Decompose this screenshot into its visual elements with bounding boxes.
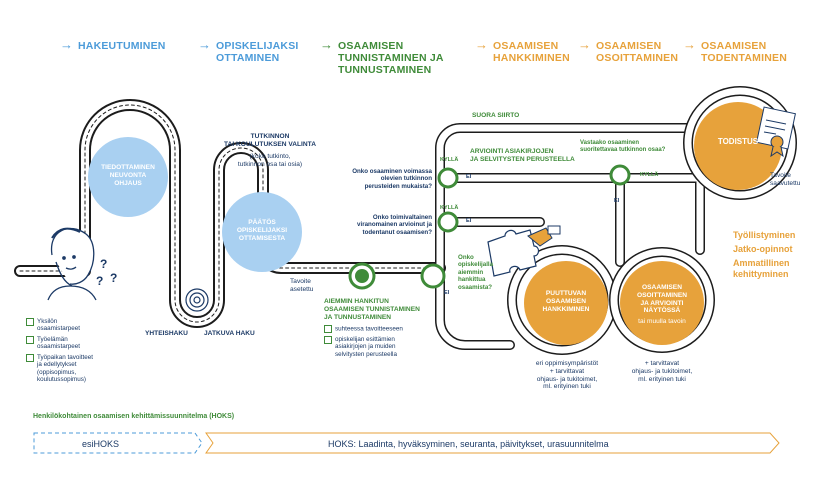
kylla-3: KYLLÄ [640, 172, 659, 178]
spiral-icon [185, 288, 209, 312]
checkbox-icon [324, 325, 332, 333]
tiedottaminen-label: TIEDOTTAMINEN NEUVONTA OHJAUS [101, 164, 155, 187]
question-1: Onko osaaminen voimassa olevien tutkinno… [352, 168, 432, 190]
arrow-right-icon: → [578, 37, 592, 52]
checkbox-icon [324, 336, 332, 344]
outcome-tyollistyminen: Työllistyminen [733, 230, 796, 240]
aiemmin-label: AIEMMIN HANKITUN OSAAMISEN TUNNISTAMINEN… [324, 298, 420, 321]
hoks-label: HOKS: Laadinta, hyväksyminen, seuranta, … [328, 439, 609, 449]
arrow-right-icon: → [320, 37, 334, 52]
ei-3: EI [444, 290, 450, 296]
checkbox-icon [26, 318, 34, 326]
osoittaminen-circle [620, 261, 704, 345]
svg-text:?: ? [96, 274, 103, 288]
esihoks-bar [33, 432, 203, 454]
person-icon [47, 227, 97, 301]
kylla-2: KYLLÄ [440, 205, 459, 211]
question-2: Onko toimivaltainen viranomainen arvioin… [357, 214, 432, 236]
ei-1: EI [466, 174, 472, 180]
todistus-label: TODISTUS [717, 137, 759, 146]
outcome-kehittyminen: Ammatillinen kehittyminen [733, 258, 790, 279]
puzzle-hand-icon [527, 225, 561, 247]
decision-node-1 [437, 167, 459, 189]
tutkinnon-valinta: TUTKINNON TAI KOULUTUKSEN VALINTA [224, 133, 316, 148]
checkbox-icon [26, 354, 34, 362]
jatkuva-haku-label: JATKUVA HAKU [204, 330, 255, 337]
question-marks-icon: ? ? ? [96, 257, 117, 288]
puuttuvan-circle [524, 261, 608, 345]
svg-text:?: ? [110, 271, 117, 285]
question-3: Onko opiskelijalla aiemmin hankittua osa… [458, 254, 494, 291]
hoks-bar [205, 432, 780, 454]
certificate-icon [756, 106, 796, 158]
aiemmin-bullet-2: opiskelijan esittämien asiakirjojen ja m… [324, 336, 397, 358]
osoittaminen-label: OSAAMISEN OSOITTAMINEN JA ARVIOINTI NÄYT… [636, 284, 688, 315]
kylla-1: KYLLÄ [440, 157, 459, 163]
esihoks-label: esiHOKS [82, 439, 120, 449]
svg-text:?: ? [100, 257, 107, 271]
checkbox-icon [26, 336, 34, 344]
arrow-right-icon: → [60, 37, 74, 52]
paatos-circle [222, 192, 302, 272]
suora-siirto-label: SUORA SIIRTO [472, 112, 520, 119]
aiemmin-bullet-1: suhteessa tavoitteeseen [324, 325, 403, 333]
outcome-jatko-opinnot: Jatko-opinnot [733, 244, 793, 254]
yhteishaku-label: YHTEISHAKU [145, 330, 188, 337]
arrow-right-icon: → [475, 37, 489, 52]
arrow-right-icon: → [198, 37, 212, 52]
paatos-label: PÄÄTÖS OPISKELIJAKSI OTTAMISESTA [236, 219, 288, 242]
arviointi-label: ARVIOINTI ASIAKIRJOJEN JA SELVITYSTEN PE… [470, 148, 575, 163]
need-tyopaikka: Työpaikan tavoitteet ja edellytykset (op… [26, 354, 93, 384]
osoittaminen-sub: tai muulla tavoin [638, 318, 686, 325]
decision-node-3 [420, 263, 446, 289]
puuttuvan-label: PUUTTUVAN OSAAMISEN HANKKIMINEN [542, 290, 590, 313]
osoittaminen-note: + tarvittavat ohjaus- ja tukitoimet, ml.… [631, 360, 693, 383]
tutkinnon-valinta-sub: (koko tutkinto, tutkinnon osa tai osia) [237, 153, 303, 168]
decision-node-4 [609, 164, 631, 186]
puzzle-icon [487, 229, 540, 277]
need-tyoelama: Työelämän osaamistarpeet [26, 336, 80, 351]
tiedottaminen-circle [88, 137, 168, 217]
tavoite-asetettu: Tavoite asetettu [290, 278, 314, 293]
tavoite-saavutettu: Tavoite saavutettu [770, 172, 801, 187]
arrow-right-icon: → [683, 37, 697, 52]
ei-4: EI [614, 198, 620, 204]
ei-2: EI [466, 218, 472, 224]
question-4: Vastaako osaaminen suoritettavaa tutkinn… [580, 140, 666, 154]
decision-node-2 [437, 211, 459, 233]
hankkiminen-note: eri oppimisympäristöt + tarvittavat ohja… [535, 360, 599, 391]
need-yksilo: Yksilön osaamistarpeet [26, 318, 80, 333]
hoks-title: Henkilökohtainen osaamisen kehittämissuu… [33, 413, 235, 420]
